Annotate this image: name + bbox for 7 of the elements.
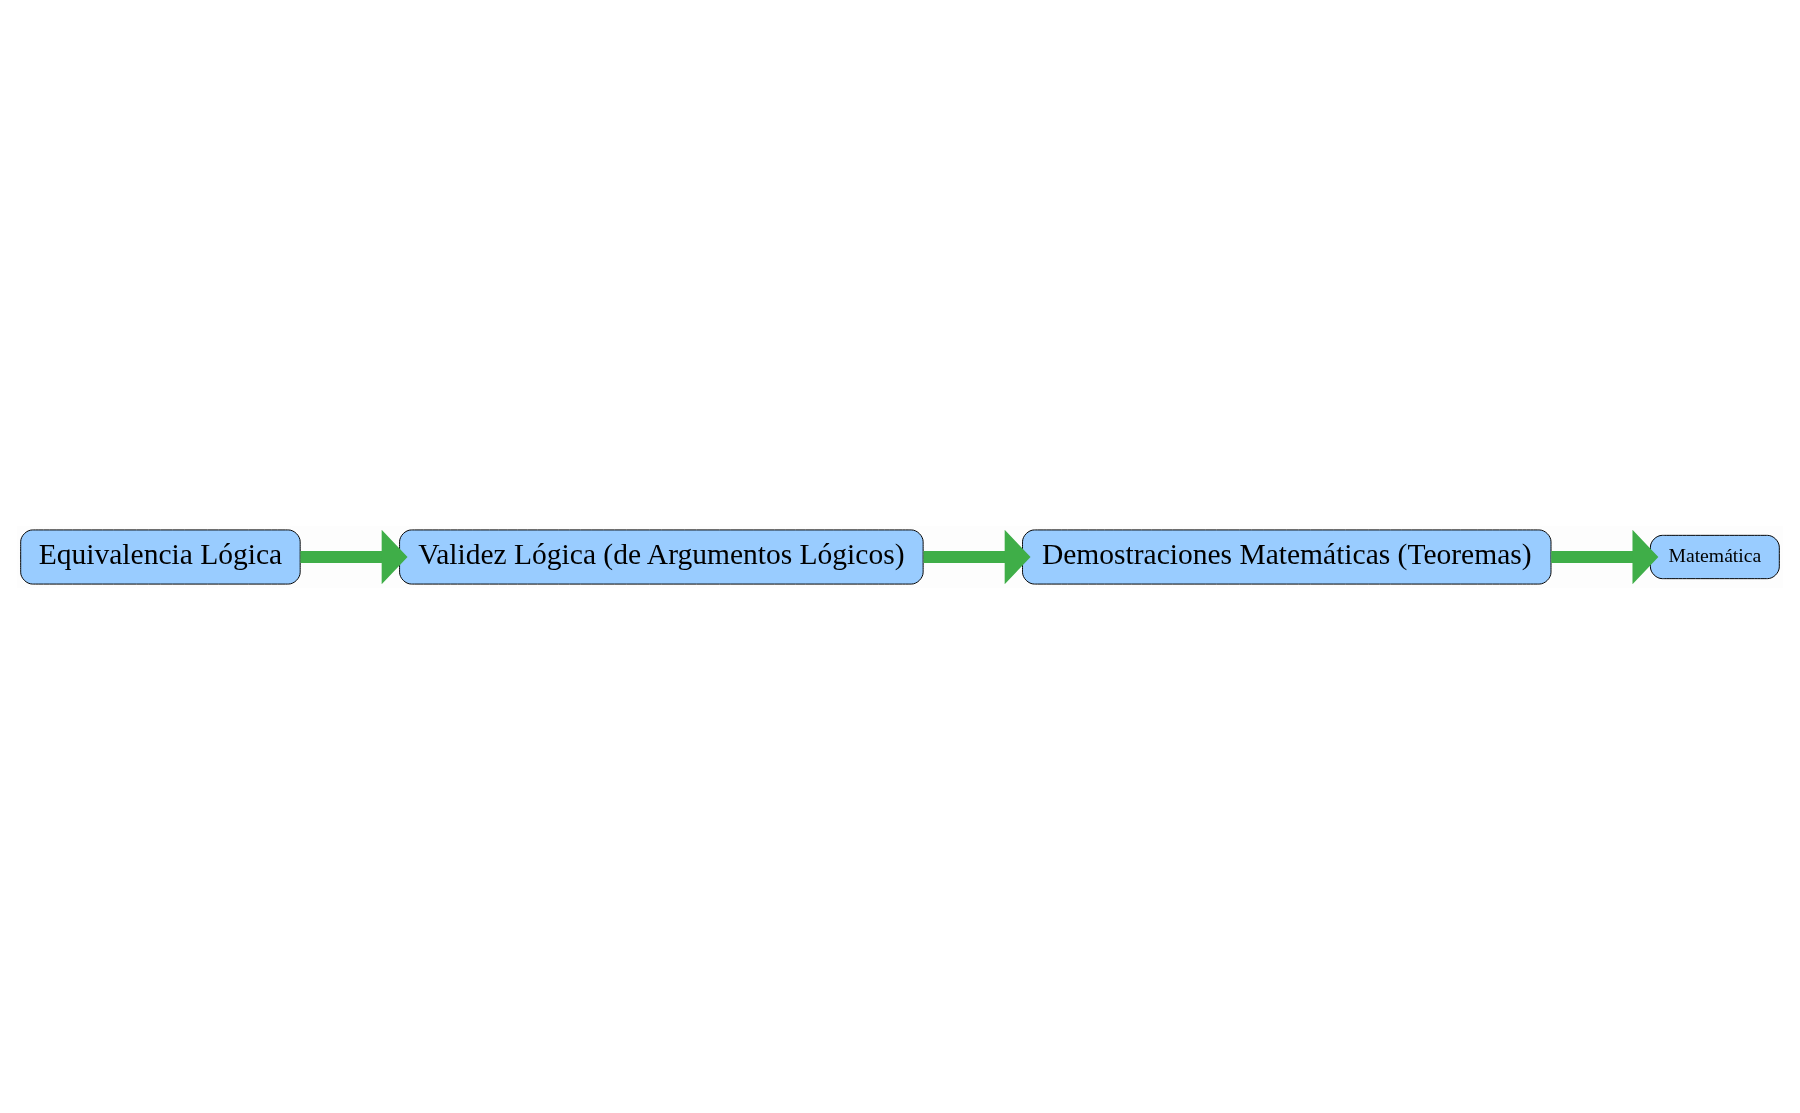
node-box: Matemática xyxy=(1649,534,1780,579)
arrow xyxy=(1551,529,1659,584)
node-box: Equivalencia Lógica xyxy=(20,528,301,585)
node-box: Demostraciones Matemáticas (Teoremas) xyxy=(1022,528,1552,585)
arrow xyxy=(300,529,408,584)
node-box: Validez Lógica (de Argumentos Lógicos) xyxy=(399,528,924,585)
arrow xyxy=(923,529,1031,584)
